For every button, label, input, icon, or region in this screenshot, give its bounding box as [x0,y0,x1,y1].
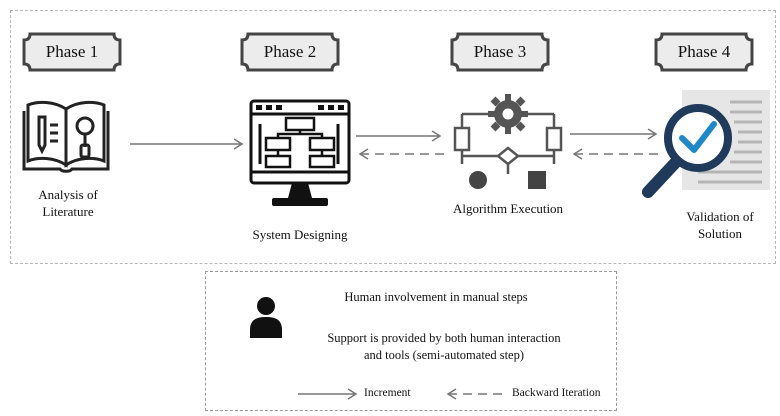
phase-1-banner: Phase 1 [22,32,122,72]
phase-4-caption-line2: Solution [697,226,743,241]
phase-1-caption-line2: Literature [42,204,94,219]
monitor-flowchart-icon [249,99,351,206]
legend-support-line1: Support is provided by both human intera… [327,331,561,345]
phase-4-caption: Validation of Solution [668,208,772,242]
legend-increment-arrow [298,388,358,400]
legend-support-line2: and tools (semi-automated step) [363,348,525,362]
phase-3-caption-line1: Algorithm Execution [452,201,564,216]
increment-arrow-3-4 [570,128,658,140]
legend-box: Human involvement in manual steps Suppor… [205,271,617,411]
magnifier-document-icon [642,90,770,198]
process-frame [10,10,776,264]
phase-1-caption-line1: Analysis of [38,187,98,202]
legend-support-text: Support is provided by both human intera… [294,330,594,364]
phase-4-banner: Phase 4 [654,32,754,72]
phase-3-caption: Algorithm Execution [432,200,584,217]
legend-human-text: Human involvement in manual steps [344,290,528,304]
phase-1-caption: Analysis of Literature [20,186,116,220]
phase-2-caption-line1: System Designing [252,227,348,242]
legend-backward-arrow [446,388,508,400]
phase-3-label: Phase 3 [473,42,527,61]
phase-4-caption-line1: Validation of [686,209,754,224]
phase-2-caption: System Designing [230,226,370,243]
legend-increment-label: Increment [364,387,411,399]
backward-arrow-3-2 [358,148,444,160]
increment-arrow-1-2 [130,138,244,150]
open-book-icon [22,100,110,173]
backward-arrow-4-3 [572,148,660,160]
phase-2-banner: Phase 2 [240,32,340,72]
phase-1-label: Phase 1 [45,42,99,61]
phase-3-banner: Phase 3 [450,32,550,72]
increment-arrow-2-3 [356,130,442,142]
legend-backward-label: Backward Iteration [512,387,601,399]
person-icon [250,297,282,338]
gear-flowchart-icon [453,94,563,189]
phase-2-label: Phase 2 [263,42,317,61]
phase-4-label: Phase 4 [677,42,731,61]
